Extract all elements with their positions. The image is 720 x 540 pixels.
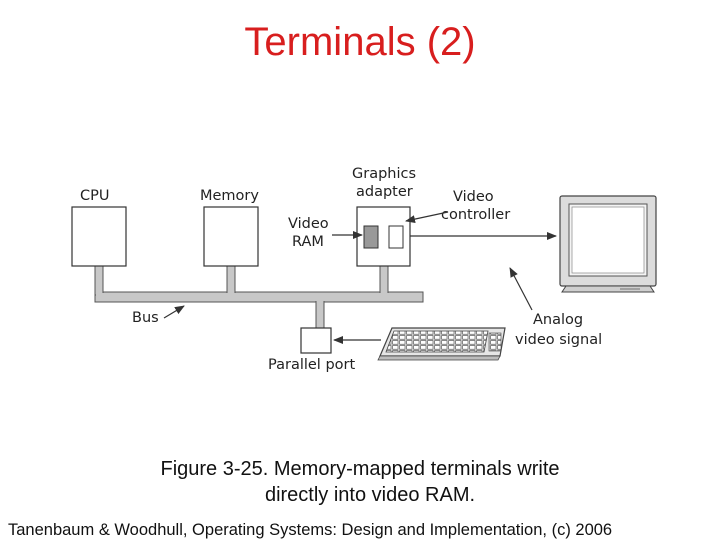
video-ram-label-line1: Video [288, 216, 329, 232]
analog-signal-arrow [509, 267, 533, 311]
analog-label-line1: Analog [533, 312, 583, 328]
graphics-label-line2: adapter [356, 184, 413, 200]
video-controller-arrow [405, 211, 449, 224]
video-controller-label-line2: controller [441, 207, 510, 223]
video-ram-label-line2: RAM [292, 234, 324, 250]
bus-label: Bus [132, 310, 159, 326]
parallel-port-label: Parallel port [268, 357, 355, 373]
video-controller-label-line1: Video [453, 189, 494, 205]
memory-mapped-terminal-diagram: CPU Memory Graphics adapter Video RAM Vi… [71, 166, 657, 373]
figure-caption-line2: directly into video RAM. [264, 484, 476, 506]
video-ram-chip [363, 225, 379, 249]
parallel-port-box [300, 327, 332, 354]
memory-box [203, 206, 259, 267]
monitor-icon [559, 195, 657, 293]
memory-label: Memory [200, 188, 259, 204]
copyright-footer: Tanenbaum & Woodhull, Operating Systems:… [8, 521, 613, 539]
figure-caption-line1: Figure 3-25. Memory-mapped terminals wri… [160, 458, 560, 480]
cpu-label: CPU [80, 188, 109, 204]
bus-arrow [163, 305, 185, 319]
video-controller-chip [388, 225, 404, 249]
cpu-box [71, 206, 127, 267]
slide-title: Terminals (2) [244, 20, 476, 64]
analog-label-line2: video signal [515, 332, 602, 348]
keyboard-icon [377, 327, 506, 361]
graphics-label-line1: Graphics [352, 166, 416, 182]
